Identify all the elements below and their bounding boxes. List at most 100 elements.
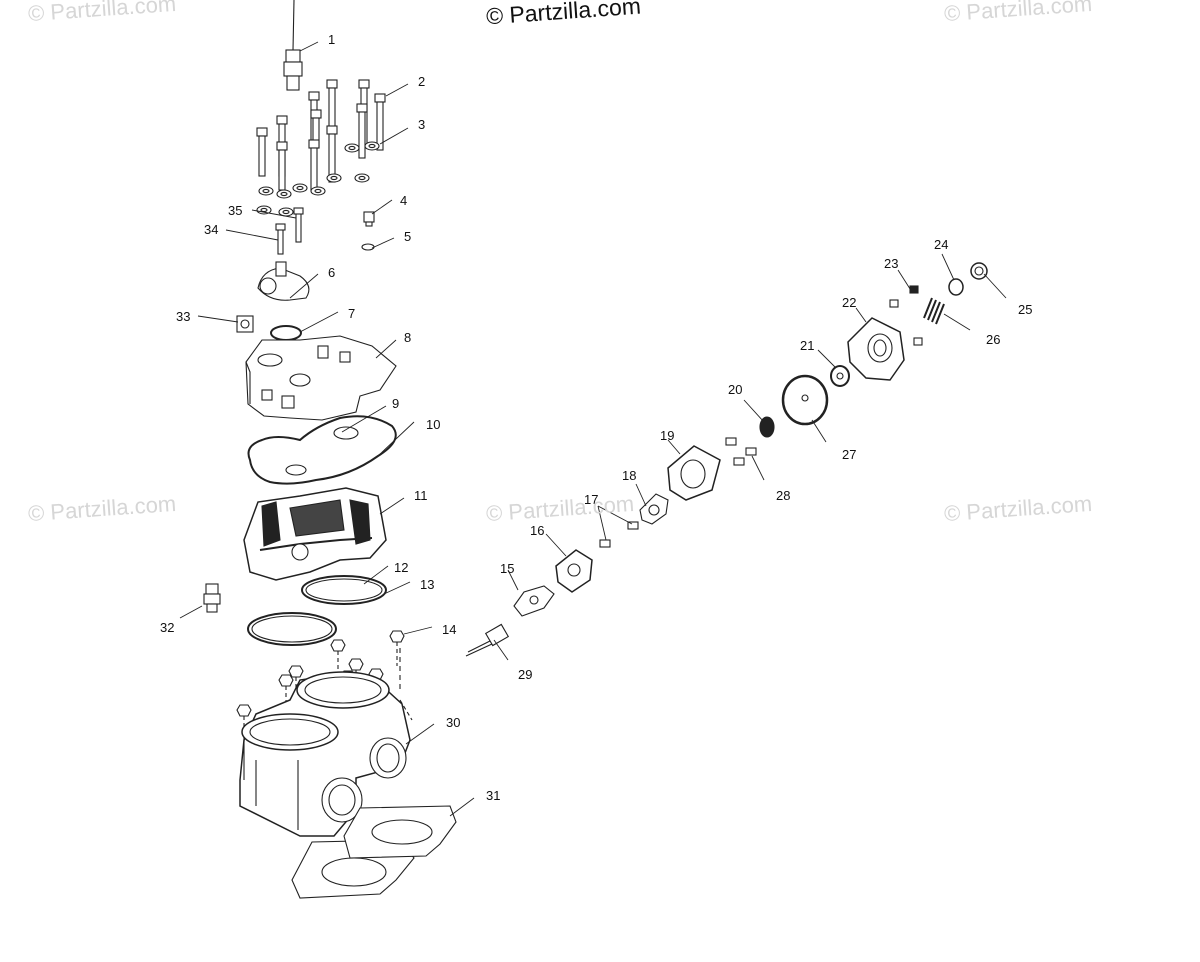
part-11-cylinder-head [243,487,387,581]
callout-labels: 1234567891011121314151617181920212223242… [160,32,1032,803]
leader-line [635,483,647,507]
washer [326,173,342,183]
leader-line [197,315,239,323]
callout-label: 35 [228,203,242,218]
callout-label: 2 [418,74,425,89]
part-10-gasket [247,415,397,485]
leader-line [667,439,681,455]
nut [389,630,405,666]
washer [344,143,360,153]
part-2-bolts [256,79,386,191]
part-8-head-cover [245,335,397,421]
leader-line [597,505,633,525]
part-32-fitting [203,583,221,613]
part-9-o-ring-2 [285,464,307,476]
part-5-washer [361,243,375,251]
part-9-o-ring [333,426,359,440]
leader-line [855,307,867,323]
part-17-screws [599,521,639,548]
nut [288,665,304,701]
leader-line [299,41,319,52]
part-13-gasket-inner [251,615,333,643]
leader-line [251,209,297,219]
part-6-housing [257,261,310,301]
part-33-thermostat [236,315,254,333]
part-18-gasket [639,493,669,525]
leader-line [897,269,913,293]
callout-label: 23 [884,256,898,271]
washer [278,207,294,217]
leader-line [403,626,433,635]
washer [310,186,326,196]
part-34-35-bolts [275,207,304,255]
part-19-plate [667,445,721,501]
leader-line [811,419,827,443]
callout-label: 9 [392,396,399,411]
leader-line [545,533,567,557]
bolt [276,141,288,191]
leader-line [405,723,435,745]
callout-label: 21 [800,338,814,353]
callout-label: 13 [420,577,434,592]
part-25-cap [970,262,988,280]
callout-label: 17 [584,492,598,507]
part-3-washers [256,141,380,217]
part-30-cylinder [239,648,413,837]
callout-label: 33 [176,309,190,324]
callout-label: 3 [418,117,425,132]
callout-label: 19 [660,428,674,443]
leader-line [363,565,389,585]
part-27-disk [781,374,829,426]
callout-leaders [179,41,1007,817]
callout-label: 29 [518,667,532,682]
bolt [374,93,386,151]
leader-line [289,273,319,299]
part-31-base-gasket [291,805,457,899]
callout-label: 4 [400,193,407,208]
leader-line [597,505,607,541]
callout-label: 34 [204,222,218,237]
callout-label: 11 [414,488,428,503]
nut [236,704,252,740]
callout-label: 28 [776,488,790,503]
leader-line [299,311,339,333]
part-13-gasket [247,612,337,646]
callout-label: 22 [842,295,856,310]
callout-label: 5 [404,229,411,244]
leader-line [375,339,397,359]
callout-label: 10 [426,417,440,432]
part-26-spring [923,297,945,325]
callout-label: 30 [446,715,460,730]
part-21-washer [830,365,850,387]
callout-label: 20 [728,382,742,397]
leader-line [179,605,203,619]
callout-label: 25 [1018,302,1032,317]
leader-line [507,569,519,591]
callout-label: 7 [348,306,355,321]
part-7-o-ring [270,325,302,341]
callout-label: 27 [842,447,856,462]
part-15-gasket [513,585,555,617]
leader-line [941,253,955,281]
part-24-o-ring [948,278,964,296]
callout-label: 32 [160,620,174,635]
callout-label: 12 [394,560,408,575]
leader-line [225,229,279,241]
bolt [308,139,320,191]
leader-line [983,273,1007,299]
callout-label: 24 [934,237,948,252]
callout-label: 16 [530,523,544,538]
nut [330,639,346,675]
part-16-pump-body [555,549,593,593]
callout-label: 18 [622,468,636,483]
callout-label: 15 [500,561,514,576]
part-12-gasket-inner [305,578,383,602]
bolt [256,127,268,177]
part-4-screw [363,211,375,227]
leader-line [743,399,765,423]
leader-line [379,497,405,515]
leader-line [449,797,475,817]
part-1-sensor [283,0,303,91]
